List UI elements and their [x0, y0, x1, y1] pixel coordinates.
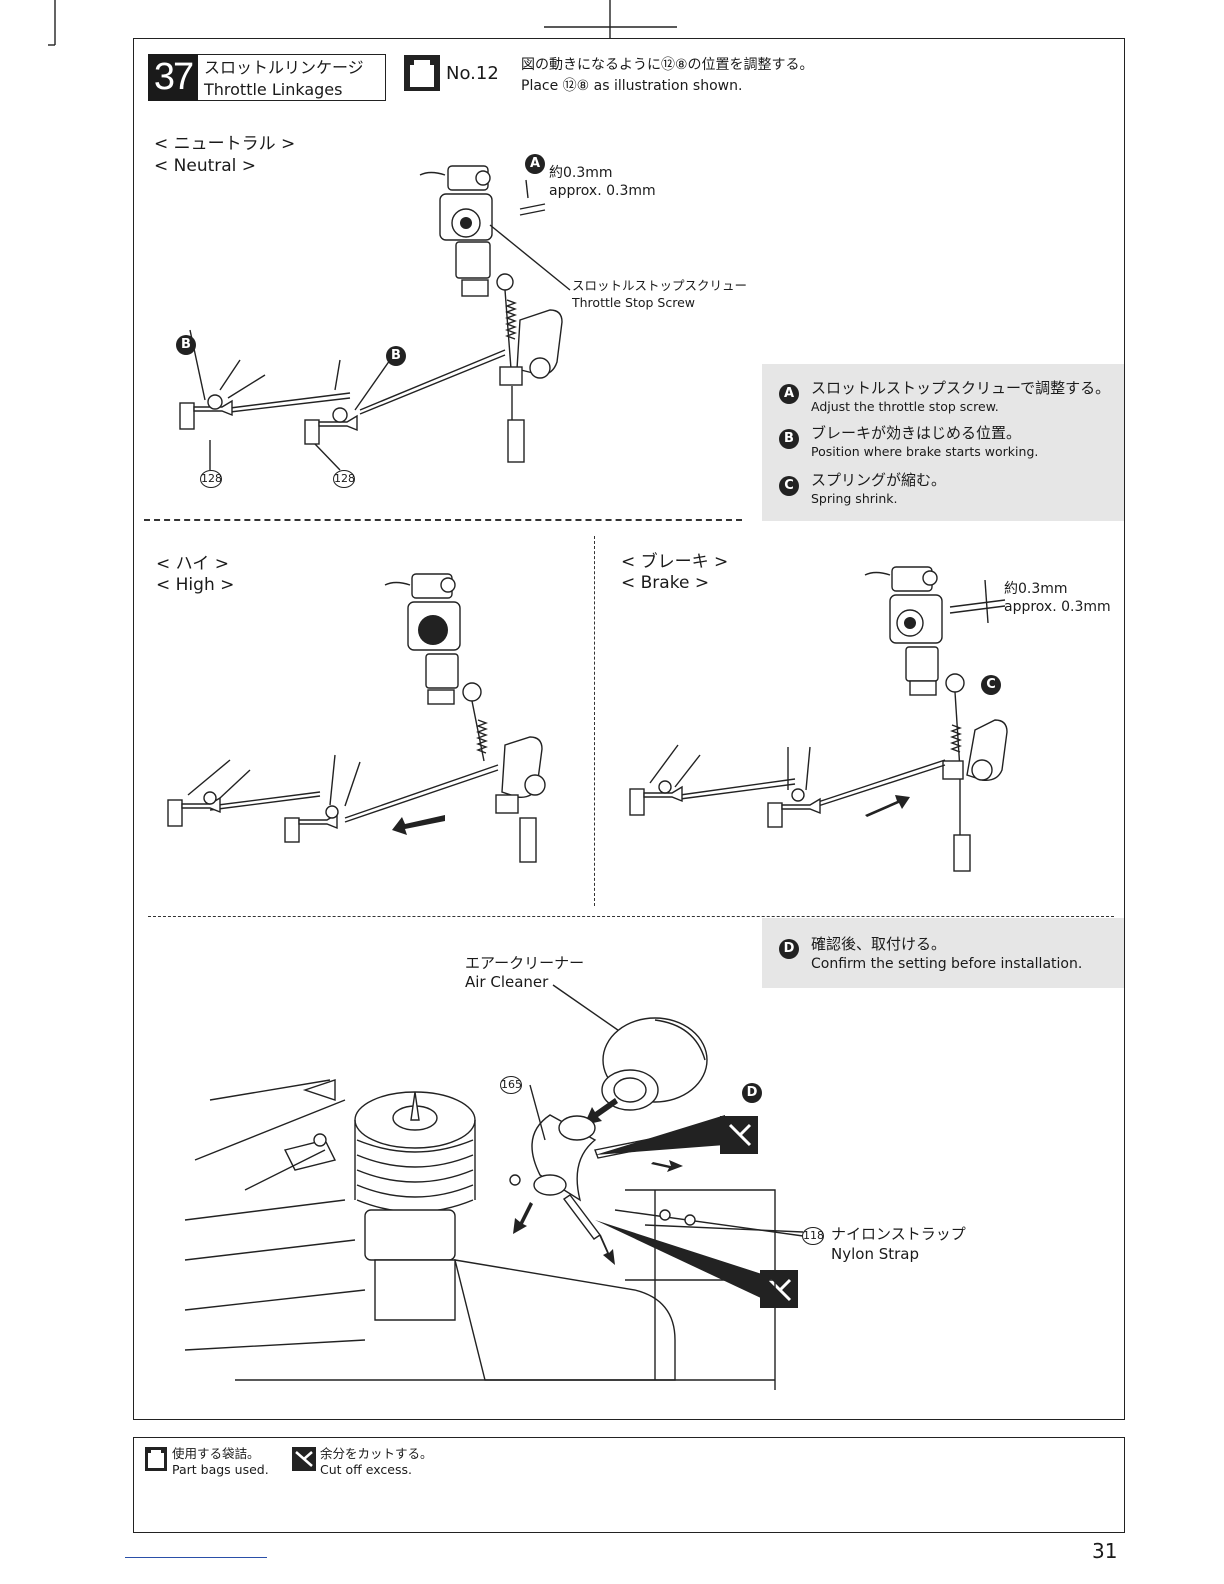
callout-a-marker: A — [525, 154, 545, 174]
bag-number: No.12 — [446, 63, 499, 84]
note-a-jp: スロットルストップスクリューで調整する。 — [811, 379, 1111, 397]
note-b-en: Position where brake starts working. — [811, 444, 1039, 459]
neutral-gap-en: approx. 0.3mm — [549, 183, 656, 199]
legend-cut-jp: 余分をカットする。 — [320, 1446, 433, 1461]
note-d-marker: D — [779, 939, 799, 959]
air-cleaner-label-jp: エアークリーナー — [465, 954, 585, 972]
high-title-en: < High > — [156, 575, 235, 595]
brake-title-jp: < ブレーキ > — [621, 552, 729, 572]
note-c-en: Spring shrink. — [811, 491, 898, 506]
legend-bag-icon — [145, 1447, 167, 1471]
high-title-jp: < ハイ > — [156, 554, 229, 574]
nylon-strap-en: Nylon Strap — [831, 1245, 920, 1263]
part-118-label: 118 — [802, 1227, 824, 1245]
legend-cut-en: Cut off excess. — [320, 1462, 412, 1477]
step-number: 37 — [148, 54, 198, 101]
legend-box — [133, 1437, 1125, 1533]
legend-bags-en: Part bags used. — [172, 1462, 269, 1477]
note-b-jp: ブレーキが効きはじめる位置。 — [811, 424, 1022, 442]
callout-b-marker-left: B — [176, 335, 196, 355]
note-a-en: Adjust the throttle stop screw. — [811, 399, 999, 414]
air-cleaner-installation-diagram — [184, 984, 804, 1390]
divider-high-brake — [594, 536, 595, 906]
divider-install — [148, 916, 1114, 917]
note-d-jp: 確認後、取付ける。 — [811, 935, 947, 953]
note-b-marker: B — [779, 429, 799, 449]
air-cleaner-label-en: Air Cleaner — [465, 973, 549, 991]
part-128-label-left: 128 — [200, 470, 222, 488]
install-note-panel — [762, 918, 1124, 988]
brake-title-en: < Brake > — [621, 573, 710, 593]
callout-b-marker-right: B — [386, 346, 406, 366]
callout-c-marker: C — [981, 675, 1001, 695]
step-title-jp: スロットルリンケージ — [204, 58, 364, 77]
brake-gap-jp: 約0.3mm — [1004, 581, 1068, 597]
footer-rule — [125, 1557, 267, 1558]
neutral-title-jp: < ニュートラル > — [154, 134, 296, 154]
note-d-en: Confirm the setting before installation. — [811, 956, 1083, 972]
note-a-marker: A — [779, 384, 799, 404]
part-bag-icon — [404, 55, 440, 91]
neutral-title-en: < Neutral > — [154, 156, 257, 176]
note-c-jp: スプリングが縮む。 — [811, 471, 947, 489]
page-number: 31 — [1092, 1539, 1118, 1563]
part-165-label: 165 — [500, 1076, 522, 1094]
high-linkage-diagram — [167, 573, 546, 863]
legend-cut-icon — [292, 1447, 316, 1471]
throttle-stop-screw-en: Throttle Stop Screw — [572, 295, 695, 310]
part-128-label-right: 128 — [333, 470, 355, 488]
nylon-strap-jp: ナイロンストラップ — [831, 1225, 966, 1243]
neutral-gap-jp: 約0.3mm — [549, 165, 613, 181]
instruction-en: Place ⑫⑧ as illustration shown. — [521, 78, 743, 94]
step-title-en: Throttle Linkages — [204, 80, 343, 99]
divider-neutral — [144, 519, 742, 521]
notes-panel — [762, 364, 1124, 521]
legend-bags-jp: 使用する袋詰。 — [172, 1446, 260, 1461]
instruction-jp: 図の動きになるように⑫⑧の位置を調整する。 — [521, 57, 814, 73]
brake-gap-en: approx. 0.3mm — [1004, 599, 1111, 615]
note-c-marker: C — [779, 476, 799, 496]
registration-marks — [48, 0, 677, 46]
brake-linkage-diagram — [629, 566, 1008, 872]
callout-d-marker: D — [742, 1083, 762, 1103]
main-frame — [133, 38, 1125, 1420]
throttle-stop-screw-jp: スロットルストップスクリュー — [572, 278, 748, 293]
neutral-linkage-diagram — [179, 165, 571, 471]
